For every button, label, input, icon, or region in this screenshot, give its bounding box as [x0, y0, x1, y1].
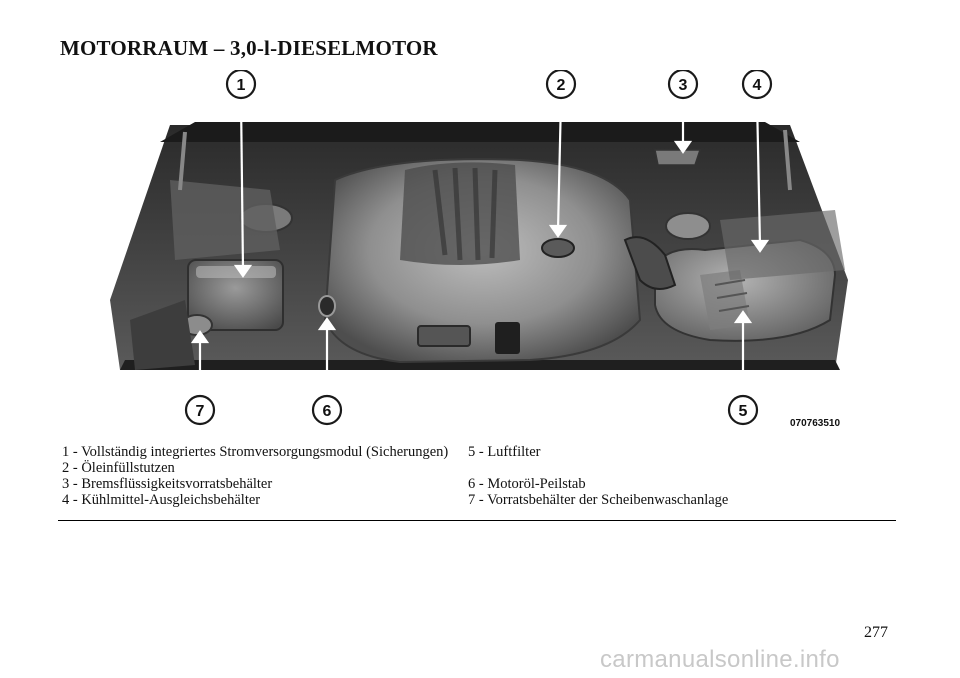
callout-6: 6: [311, 394, 343, 426]
dipstick-handle-shape: [318, 295, 336, 317]
callout-7: 7: [184, 394, 216, 426]
callout-1: 1: [225, 70, 257, 100]
legend-item-4: 4 - Kühlmittel-Ausgleichsbehälter: [62, 492, 261, 508]
oil-filler-cap-shape: [541, 238, 575, 258]
callout-2-label: 2: [557, 77, 566, 94]
leader-lines: [190, 98, 770, 393]
legend-item-3: 3 - Bremsflüssigkeitsvorratsbehälter: [62, 476, 273, 492]
callout-6-label: 6: [323, 403, 332, 420]
callout-3-label: 3: [679, 77, 688, 94]
engine-compartment-illustration: 1 2 3 4 5 6 7 070763510: [110, 70, 848, 429]
legend-item-2: 2 - Öleinfüllstutzen: [62, 460, 175, 476]
legend-right-column: 5 - Luftfilter 6 - Motoröl-Peilstab 7 - …: [468, 444, 898, 508]
legend-item-7: 7 - Vorratsbehälter der Scheibenwaschanl…: [468, 492, 729, 508]
page-number: 277: [864, 624, 888, 641]
callout-1-label: 1: [237, 77, 246, 94]
page-title: MOTORRAUM – 3,0-l-DIESELMOTOR: [60, 36, 438, 60]
coolant-reservoir-cap-shape: [665, 212, 711, 240]
figure-code: 070763510: [790, 418, 840, 429]
callout-5: 5: [727, 394, 759, 426]
callout-5-label: 5: [739, 403, 748, 420]
callout-3: 3: [667, 70, 699, 100]
legend-item-5: 5 - Luftfilter: [468, 444, 541, 460]
callout-4: 4: [741, 70, 773, 100]
callout-4-label: 4: [753, 77, 762, 94]
legend-item-1: 1 - Vollständig integriertes Stromversor…: [62, 444, 449, 460]
legend-item-6: 6 - Motoröl-Peilstab: [468, 476, 586, 492]
hood-edge: [160, 122, 800, 142]
callout-2: 2: [545, 70, 577, 100]
callout-7-label: 7: [196, 403, 205, 420]
watermark-text: carmanualsonline.info: [600, 646, 840, 673]
legend-left-column: 1 - Vollständig integriertes Stromversor…: [62, 444, 462, 508]
divider-rule: [58, 520, 896, 521]
